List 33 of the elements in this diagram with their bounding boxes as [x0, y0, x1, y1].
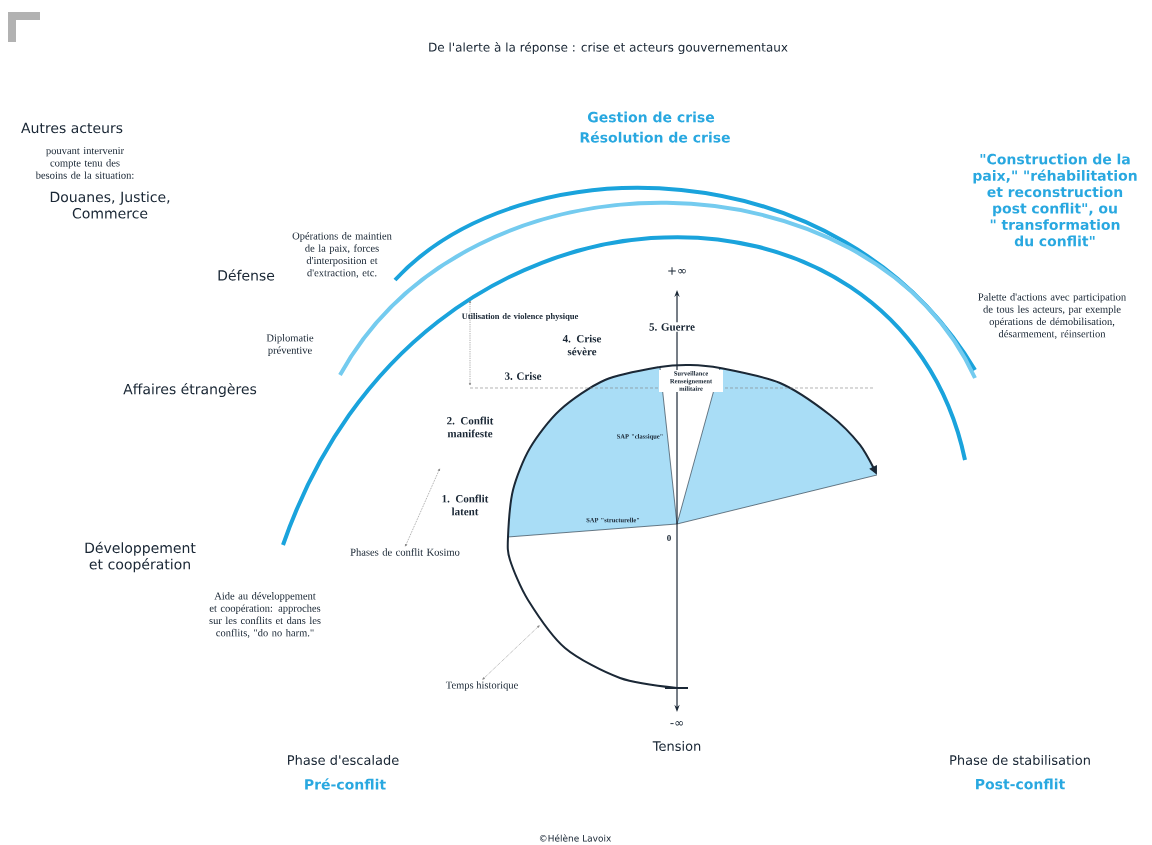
phase-label: 3. Crise [504, 372, 542, 380]
note-text: pouvant intervenir compte tenu des besoins de la situation: [35, 147, 134, 179]
heading-text: "Construction de la paix," "réhabilitation et reconstruction post conflit", ou " transformation du conflit" [973, 153, 1137, 247]
note-text: Palette d'actions avec participation de tous les acteurs, par exemple opérations de démobilisation, désarmement, réinsertion [978, 293, 1126, 339]
axis-label: 0 [667, 534, 671, 542]
phase-label: 5. Guerre [648, 322, 696, 332]
phase-name: Phase de stabilisation [950, 754, 1090, 765]
note-text: Opérations de maintien de la paix, forces d'interposition et d'extraction, etc. [292, 232, 392, 278]
phase-name: Phase d'escalade [288, 754, 399, 765]
axis-label: Tension [652, 740, 701, 751]
phase-label: Utilisation de violence physique [461, 313, 579, 321]
phase-label: 2. Conflit manifeste [447, 416, 494, 438]
axis-label: +∞ [668, 267, 686, 275]
phase-name: Post-conflit [976, 778, 1065, 790]
actor-label: Défense [218, 269, 275, 281]
caption-text: Temps historique [445, 681, 518, 691]
axis-label: -∞ [670, 721, 683, 726]
phase-label: 1. Conflit latent [442, 494, 489, 516]
arrow [482, 625, 540, 680]
note-text: Aide au développement et coopération: approches sur les conflits et dans les conflits, "do no harm." [209, 592, 321, 638]
title: De l'alerte à la réponse : crise et acteurs gouvernementaux [429, 41, 788, 55]
actor-label: Autres acteurs [21, 122, 123, 134]
heading-text: Résolution de crise [580, 131, 730, 143]
note-text: Diplomatie préventive [266, 334, 314, 356]
actor-label: Développement et coopération [85, 541, 196, 573]
arrow [405, 468, 440, 547]
credit-text: ©Hélène Lavoix [539, 834, 611, 842]
actor-label: Douanes, Justice, Commerce [50, 191, 170, 219]
phase-name: Pré-conflit [305, 778, 386, 790]
actor-label: Affaires étrangères [123, 382, 257, 398]
heading-text: Gestion de crise [587, 111, 715, 123]
caption-text: Phases de conflit Kosimo [350, 548, 460, 556]
phase-label: 4. Crise sévère [562, 334, 602, 356]
